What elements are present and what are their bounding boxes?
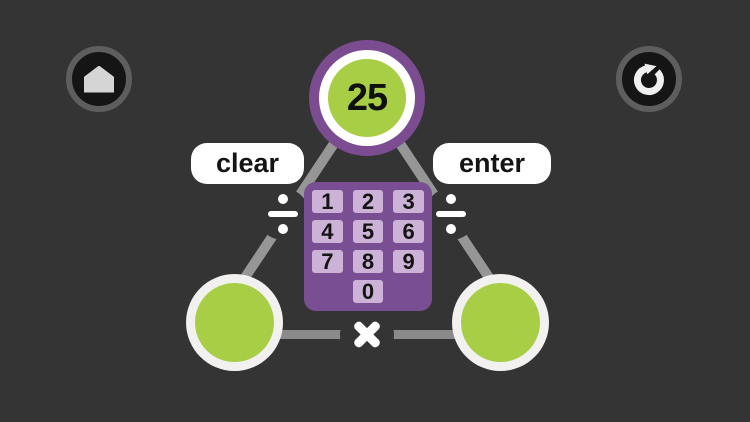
multiply-icon — [350, 318, 384, 352]
target-value-ring: 25 — [319, 50, 415, 146]
divide-dot — [278, 194, 288, 204]
answer-slot-left-core — [195, 283, 274, 362]
divide-dot — [278, 224, 288, 234]
keypad-key-2[interactable]: 2 — [352, 190, 384, 213]
divide-bar — [268, 211, 298, 217]
enter-button[interactable]: enter — [433, 143, 551, 184]
keypad-key-3[interactable]: 3 — [393, 190, 424, 213]
clear-button[interactable]: clear — [191, 143, 304, 184]
divide-dot — [446, 224, 456, 234]
keypad-key-7[interactable]: 7 — [312, 250, 343, 273]
target-value-circle[interactable]: 25 — [309, 40, 425, 156]
keypad-key-6[interactable]: 6 — [393, 220, 424, 243]
keypad-key-4[interactable]: 4 — [312, 220, 343, 243]
keypad-key-9[interactable]: 9 — [393, 250, 424, 273]
keypad-key-8[interactable]: 8 — [352, 250, 384, 273]
keypad-key-5[interactable]: 5 — [352, 220, 384, 243]
target-value-core: 25 — [328, 59, 406, 137]
home-icon — [84, 65, 114, 93]
refresh-icon — [634, 63, 664, 95]
divide-icon-left — [265, 194, 301, 234]
target-value: 25 — [346, 76, 388, 119]
refresh-button[interactable] — [616, 46, 682, 112]
keypad-key-1[interactable]: 1 — [312, 190, 343, 213]
home-button[interactable] — [66, 46, 132, 112]
divide-dot — [446, 194, 456, 204]
keypad: 1 2 3 4 5 6 7 8 9 0 — [304, 182, 432, 311]
answer-slot-left[interactable] — [186, 274, 283, 371]
divide-bar — [436, 211, 466, 217]
answer-slot-right-core — [461, 283, 540, 362]
answer-slot-right[interactable] — [452, 274, 549, 371]
keypad-key-0[interactable]: 0 — [352, 280, 384, 303]
divide-icon-right — [433, 194, 469, 234]
